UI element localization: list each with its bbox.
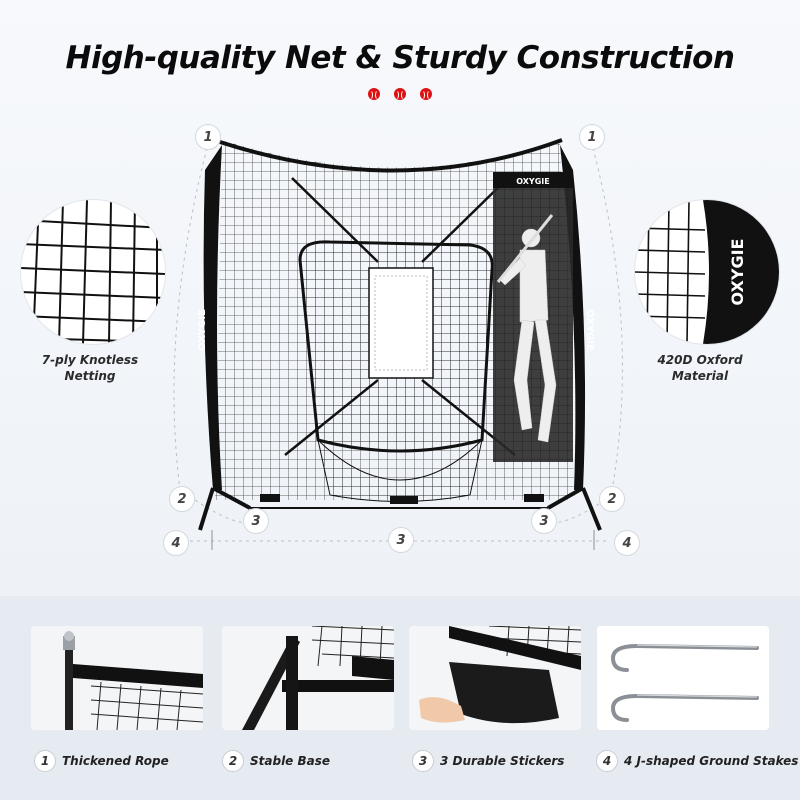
feature-card-stickers <box>409 626 581 730</box>
feature-caption-1: 1 Thickened Rope <box>34 748 169 774</box>
feature-caption-2: 2 Stable Base <box>222 748 330 774</box>
marker-3-center: 3 <box>388 527 414 553</box>
oxford-callout-line1: 420D Oxford <box>657 353 743 367</box>
baseball-icon <box>420 88 432 100</box>
oxford-material-detail-image: OXYGIE <box>635 200 779 344</box>
feature-number-1: 1 <box>34 750 56 772</box>
oxford-fabric-icon: OXYGIE <box>635 200 779 344</box>
netting-callout: 7-ply Knotless Netting <box>30 352 150 384</box>
svg-text:OXYGIE: OXYGIE <box>516 177 549 186</box>
practice-net-illustration: OXYGIE OXYGIE OXYGIE <box>197 138 602 531</box>
svg-text:OXYGIE: OXYGIE <box>197 309 208 351</box>
marker-1-right: 1 <box>579 124 605 150</box>
base-detail-image <box>222 626 394 730</box>
feature-card-stakes <box>597 626 769 730</box>
knotless-net-icon <box>21 200 165 344</box>
marker-1-left: 1 <box>195 124 221 150</box>
feature-number-3: 3 <box>412 750 434 772</box>
feature-caption-3: 3 3 Durable Stickers <box>412 748 564 774</box>
feature-card-base <box>222 626 394 730</box>
feature-number-2: 2 <box>222 750 244 772</box>
marker-2-right: 2 <box>599 486 625 512</box>
rope-detail-image <box>31 626 203 730</box>
sticker-detail-image <box>409 626 581 730</box>
feature-number-4: 4 <box>596 750 618 772</box>
stakes-detail-image <box>597 626 769 730</box>
feature-label-3: 3 Durable Stickers <box>440 754 565 768</box>
feature-label-4: 4 J-shaped Ground Stakes <box>624 754 799 768</box>
headline: High-quality Net & Sturdy Construction <box>65 40 735 76</box>
marker-4-left: 4 <box>163 530 189 556</box>
marker-2-left: 2 <box>169 486 195 512</box>
svg-text:OXYGIE: OXYGIE <box>584 309 595 351</box>
feature-caption-4: 4 4 J-shaped Ground Stakes <box>596 748 798 774</box>
marker-4-right: 4 <box>614 530 640 556</box>
feature-label-2: Stable Base <box>250 754 331 768</box>
netting-callout-line1: 7-ply Knotless <box>41 353 139 367</box>
baseball-divider <box>368 88 432 102</box>
marker-3-left: 3 <box>243 508 269 534</box>
feature-label-1: Thickened Rope <box>62 754 169 768</box>
marker-3-right: 3 <box>531 508 557 534</box>
oxygie-logo-text: OXYGIE <box>728 239 747 306</box>
netting-detail-image <box>21 200 165 344</box>
baseball-icon <box>394 88 406 100</box>
baseball-icon <box>368 88 380 100</box>
netting-callout-line2: Netting <box>64 369 116 383</box>
oxford-callout: 420D Oxford Material <box>640 352 760 384</box>
oxford-callout-line2: Material <box>671 369 729 383</box>
feature-card-rope <box>31 626 203 730</box>
